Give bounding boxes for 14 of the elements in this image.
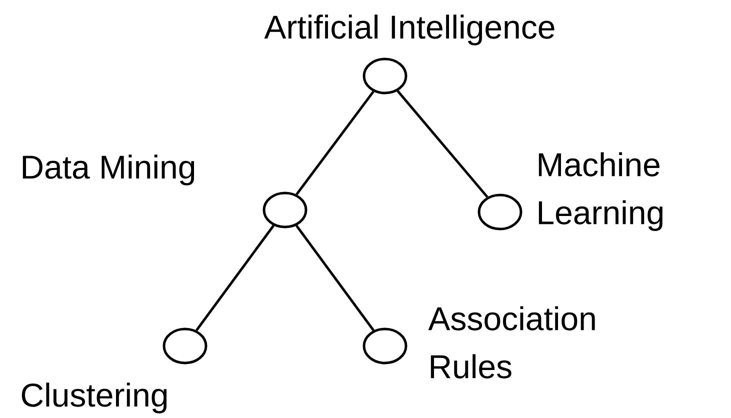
tree-node: Clustering [22,328,208,414]
node-label: Data Mining [22,154,194,186]
connector-line [296,90,374,196]
tree-node: Association Rules [362,306,595,378]
connector-line [295,224,375,332]
node-label: Clustering [22,382,167,414]
node-label: Machine Learning [538,152,662,231]
tree-node: Machine Learning [478,152,662,231]
tree-node: Artificial Intelligence [264,14,554,94]
node-label: Artificial Intelligence [264,14,554,46]
connector-line [396,90,488,198]
connector-line [195,224,275,332]
node-label: Association Rules [428,306,595,378]
tree-node: Data Mining [22,154,308,228]
